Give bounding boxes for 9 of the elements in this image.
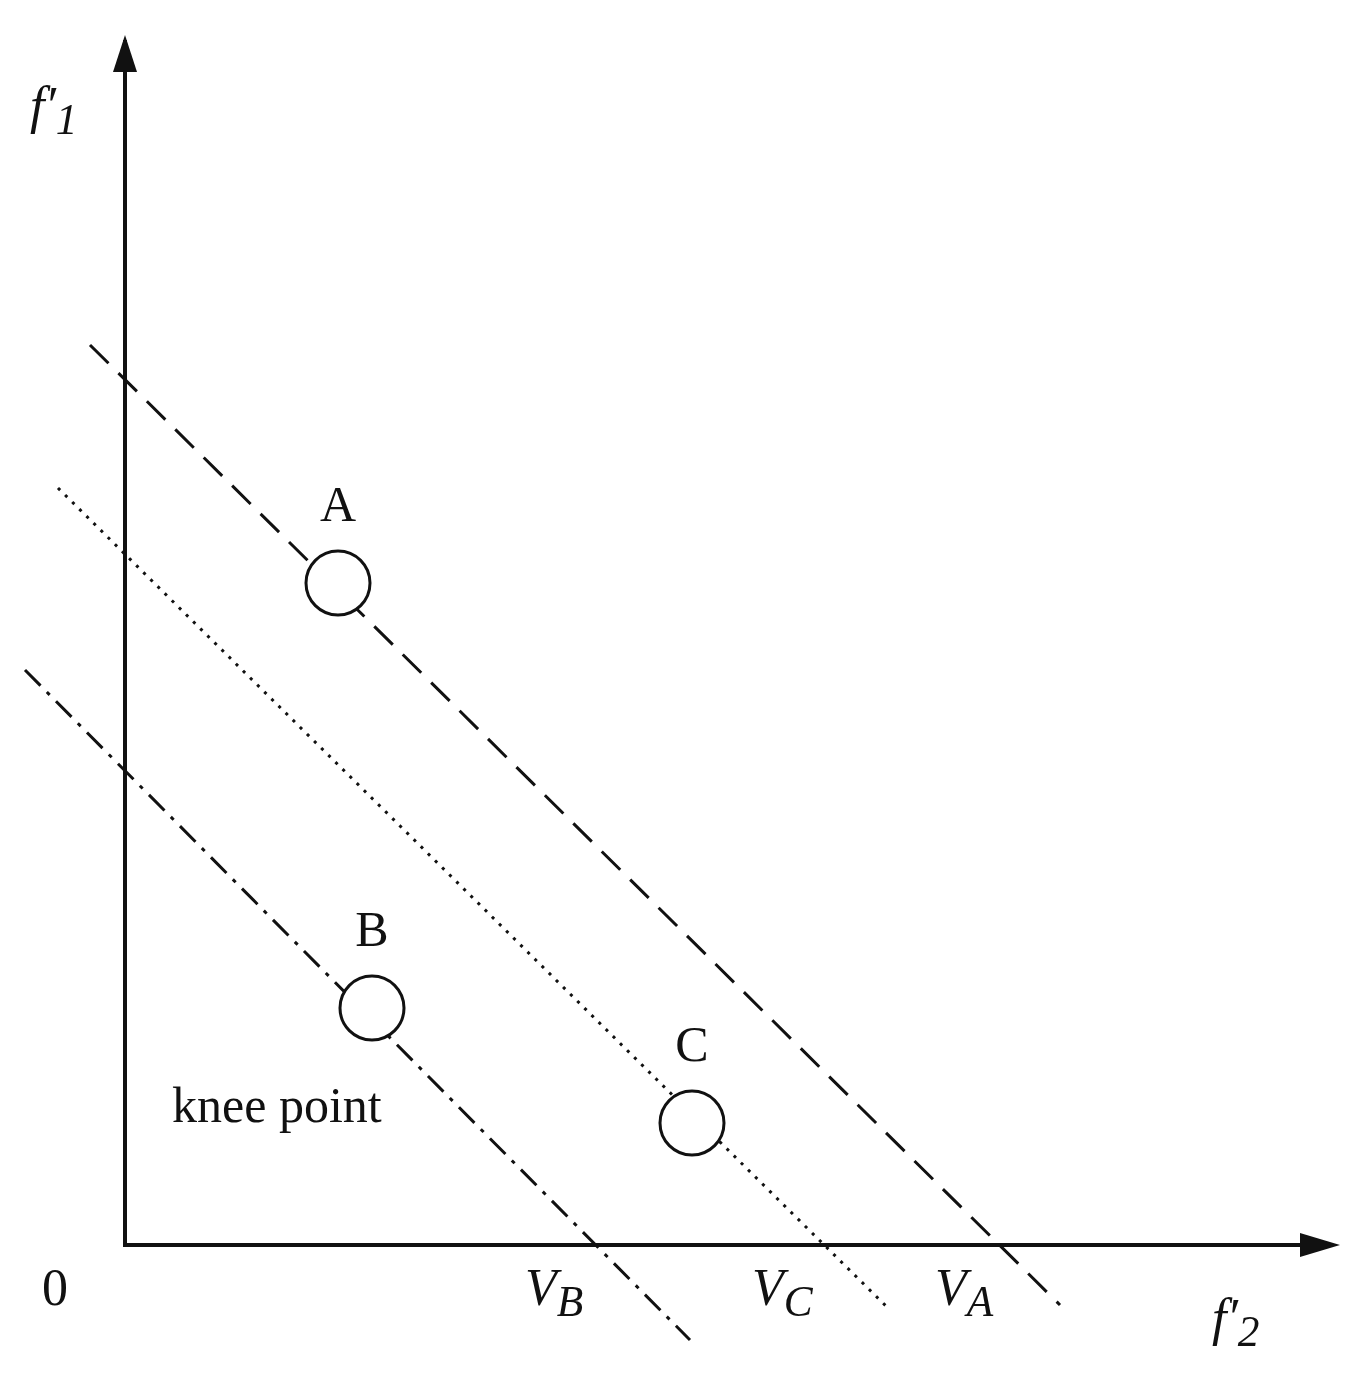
intercept-label: V$_{A}$ (935, 1262, 994, 1324)
origin-label: 0 (42, 1262, 68, 1314)
intercept-label: V$_{C}$ (752, 1262, 813, 1324)
point-label: B (354, 904, 390, 954)
intercept-label: V$_{B}$ (525, 1262, 584, 1324)
axis-label: f′$_{1}$ (30, 80, 78, 142)
point-label: A (318, 479, 358, 529)
point-label: C (674, 1019, 710, 1069)
axis-label: f′$_{2}$ (1212, 1292, 1260, 1354)
